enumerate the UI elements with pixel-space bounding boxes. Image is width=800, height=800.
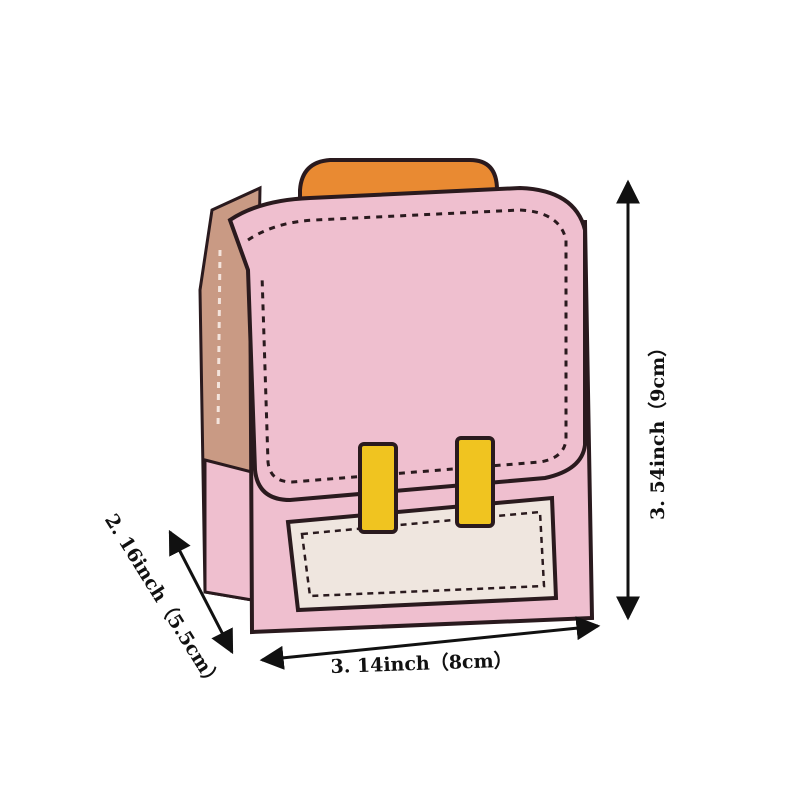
backpack-gift-box [198,158,595,635]
flap-stitching [247,208,568,484]
side-pink-strip [203,458,254,602]
depth-arrow [168,529,234,655]
left-clasp [358,442,398,534]
width-arrow [259,616,601,670]
height-label: 3. 54inch（9cm） [647,337,669,520]
box-flap [227,185,587,503]
right-clasp [455,436,495,528]
